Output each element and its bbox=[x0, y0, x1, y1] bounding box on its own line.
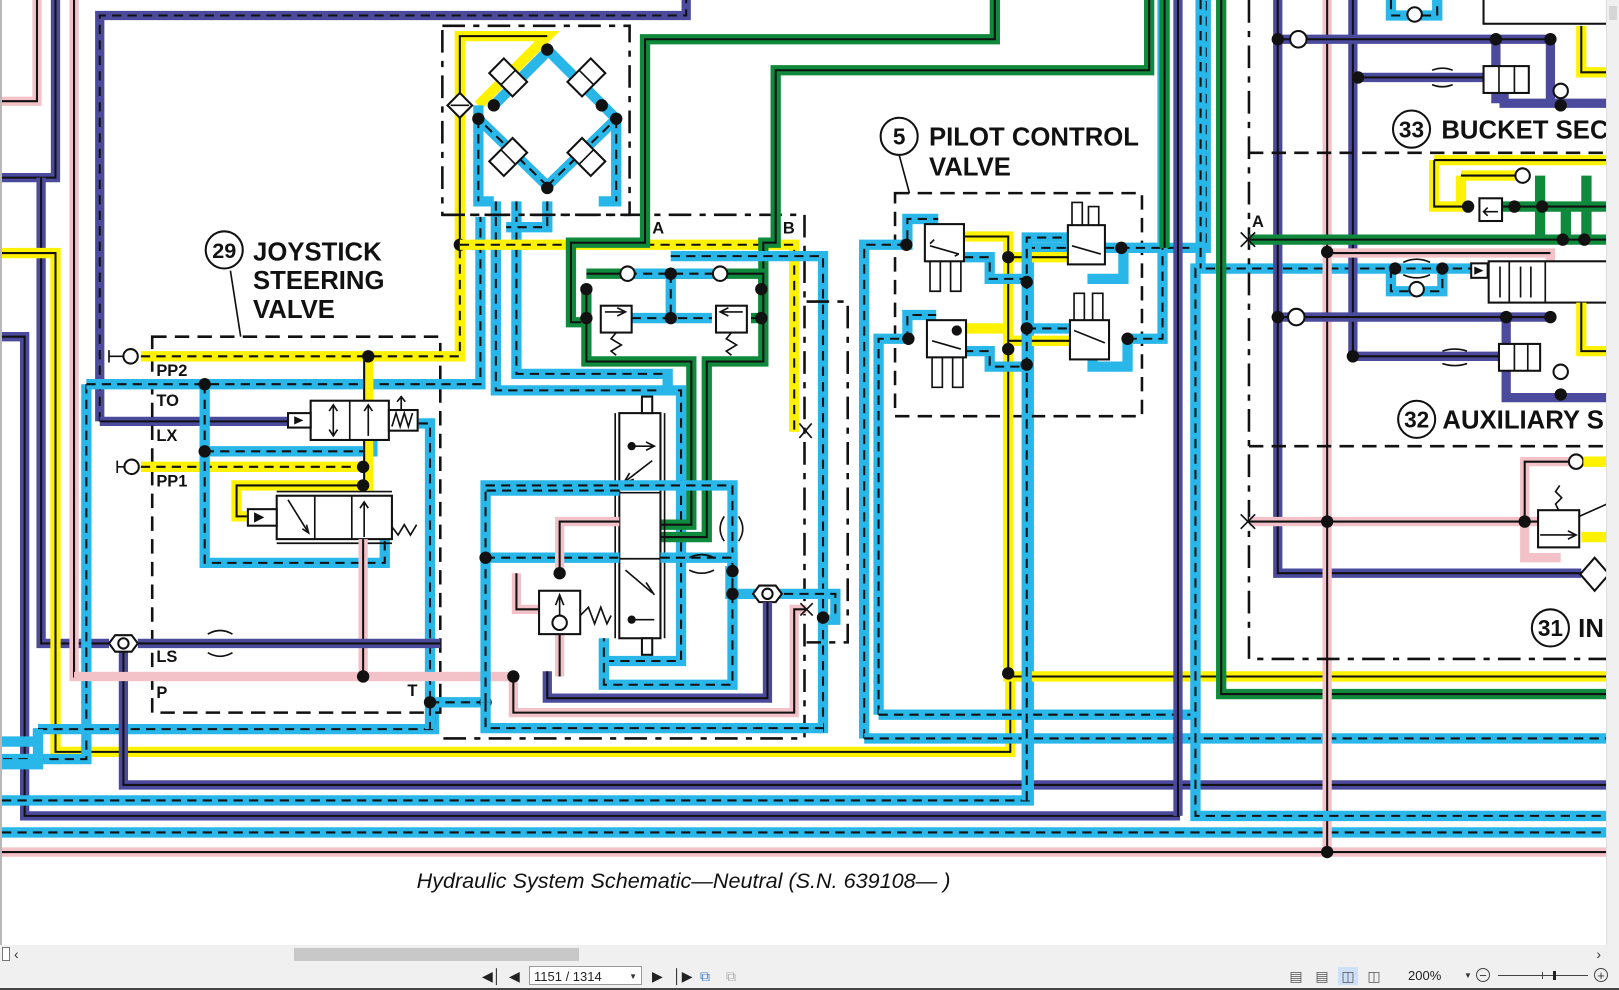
horizontal-scroll-thumb[interactable] bbox=[294, 948, 579, 961]
next-view-icon[interactable]: ⧉ bbox=[726, 968, 736, 984]
pilot-label-line2: VALVE bbox=[929, 154, 1011, 182]
schematic-labels: 29 JOYSTICK STEERING VALVE 5 PILOT CONTR… bbox=[156, 116, 1607, 893]
port-label-ls: LS bbox=[156, 648, 177, 666]
next-page-icon[interactable]: ▶ bbox=[652, 968, 663, 984]
main-control-valve bbox=[442, 0, 1155, 740]
status-toolbar: ◀│ ◀ 1151 / 1314 ▼ ▶ │▶ ⧉ ⧉ ▤ ▤ ◫ ◫ 200%… bbox=[0, 963, 1619, 990]
port-label-a-right: A bbox=[1252, 213, 1264, 231]
continuous-view-icon[interactable]: ▤ bbox=[1315, 968, 1329, 984]
horizontal-scrollbar[interactable]: ‹ › bbox=[0, 945, 1619, 963]
scroll-right-arrow-icon[interactable]: › bbox=[1596, 946, 1601, 962]
vertical-scrollbar[interactable] bbox=[1606, 0, 1619, 945]
facing-pages-view-icon[interactable]: ◫ bbox=[1338, 967, 1358, 985]
page-indicator-text: 1151 / 1314 bbox=[534, 969, 602, 984]
zoom-level: 200% bbox=[1408, 968, 1442, 983]
bucket-section-label: BUCKET SEC bbox=[1441, 116, 1607, 144]
pilot-label-line1: PILOT CONTROL bbox=[929, 124, 1139, 152]
port-label-to: TO bbox=[156, 392, 179, 410]
first-page-icon[interactable]: ◀│ bbox=[482, 968, 502, 984]
port-label-pp1: PP1 bbox=[156, 472, 187, 490]
bucket-auxiliary-sections bbox=[1240, 0, 1607, 661]
steering-bridge-valves bbox=[441, 24, 687, 667]
single-page-view-icon[interactable]: ▤ bbox=[1289, 968, 1303, 984]
previous-page-icon[interactable]: ◀ bbox=[509, 968, 520, 984]
top-navy-frame bbox=[95, 0, 691, 427]
scroll-left-arrow-icon[interactable]: ‹ bbox=[14, 946, 19, 962]
page-dropdown-icon[interactable]: ▼ bbox=[629, 972, 637, 981]
joystick-label-line3: VALVE bbox=[253, 296, 335, 324]
scroll-corner-box bbox=[2, 947, 10, 961]
zoom-out-icon[interactable]: − bbox=[1476, 968, 1490, 982]
figure-caption: Hydraulic System Schematic—Neutral (S.N.… bbox=[417, 868, 951, 893]
vertical-scroll-thumb[interactable] bbox=[1609, 6, 1617, 20]
last-page-icon[interactable]: │▶ bbox=[673, 968, 693, 984]
zoom-dropdown-icon[interactable]: ▼ bbox=[1464, 971, 1472, 980]
hydraulic-schematic: .navy { stroke:#4b4a9c; stroke-width:9; … bbox=[2, 0, 1607, 893]
zoom-slider[interactable] bbox=[1498, 971, 1588, 980]
previous-view-icon[interactable]: ⧉ bbox=[700, 968, 710, 984]
component-31-number: 31 bbox=[1538, 615, 1563, 641]
port-label-a: A bbox=[652, 219, 664, 237]
component-33-number: 33 bbox=[1399, 116, 1424, 142]
right-trunk-lines bbox=[1159, 0, 1607, 859]
page-number-input[interactable]: 1151 / 1314 ▼ bbox=[529, 966, 642, 985]
continuous-facing-view-icon[interactable]: ◫ bbox=[1367, 968, 1381, 984]
port-label-lx: LX bbox=[156, 427, 177, 445]
zoom-slider-handle[interactable] bbox=[1553, 971, 1556, 980]
component-5-number: 5 bbox=[893, 124, 906, 150]
joystick-label-line2: STEERING bbox=[253, 267, 384, 295]
port-label-t: T bbox=[407, 682, 417, 700]
port-label-p: P bbox=[156, 684, 167, 702]
section-31-label: IN bbox=[1578, 615, 1604, 643]
port-label-pp2: PP2 bbox=[156, 362, 187, 380]
port-label-b: B bbox=[783, 219, 795, 237]
zoom-in-icon[interactable]: + bbox=[1594, 968, 1608, 982]
component-29-number: 29 bbox=[212, 238, 236, 263]
zoom-slider-default-tick bbox=[1542, 972, 1543, 979]
document-viewer: .navy { stroke:#4b4a9c; stroke-width:9; … bbox=[0, 0, 1619, 945]
joystick-label-line1: JOYSTICK bbox=[253, 238, 382, 266]
component-32-number: 32 bbox=[1404, 407, 1429, 433]
auxiliary-section-label: AUXILIARY S bbox=[1442, 407, 1603, 435]
page-edge bbox=[0, 0, 2, 945]
